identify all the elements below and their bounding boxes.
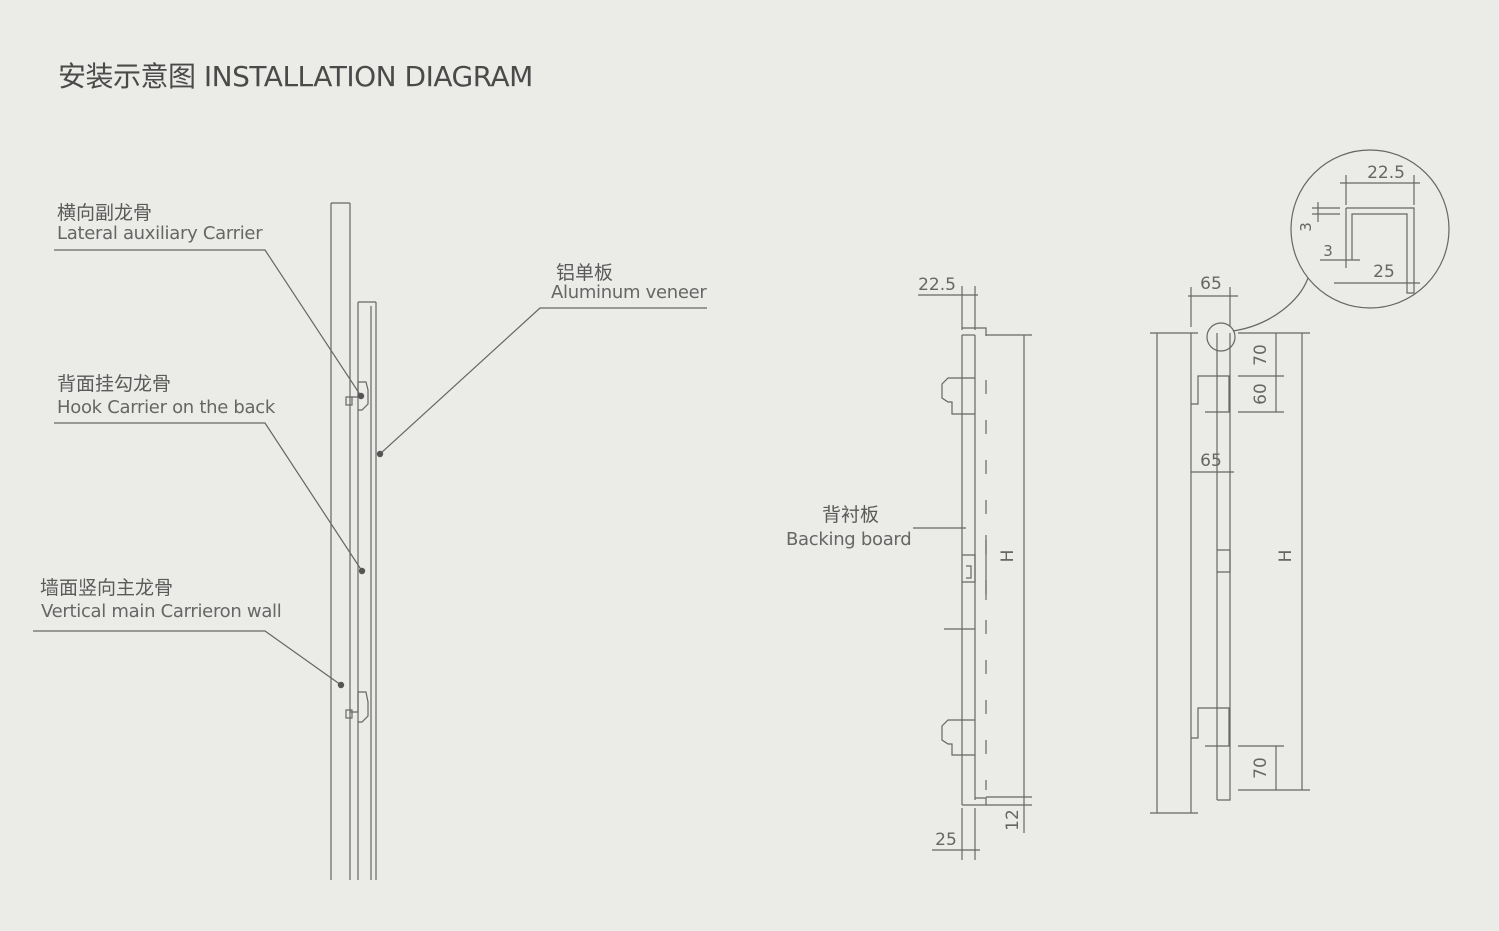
aluminum-veneer-label-zh: 铝单板 [556, 262, 614, 284]
hook-carrier-label-en: Hook Carrier on the back [57, 397, 275, 418]
hook-carrier-label-zh: 背面挂勾龙骨 [57, 373, 172, 395]
section-view [1150, 277, 1310, 814]
section-dim-70-bottom: 70 [1251, 757, 1271, 779]
section-dim-mid: 65 [1200, 451, 1222, 471]
backing-board-label-en: Backing board [786, 529, 912, 550]
lateral-carrier-label-zh: 横向副龙骨 [57, 202, 153, 224]
vertical-carrier-label-en: Vertical main Carrieron wall [41, 601, 282, 622]
perspective-view [33, 202, 707, 880]
detail-callout [1290, 149, 1450, 309]
side-view [913, 286, 1032, 860]
side-dim-gap: 12 [1003, 809, 1023, 831]
page-title: 安装示意图 INSTALLATION DIAGRAM [58, 60, 533, 93]
section-dim-60: 60 [1251, 383, 1271, 405]
section-dim-height: H [1276, 550, 1296, 563]
leader-dot [358, 567, 366, 575]
leader-dot [337, 681, 345, 689]
aluminum-veneer-label-en: Aluminum veneer [551, 282, 707, 303]
section-dim-70-top: 70 [1251, 344, 1271, 366]
leader-dot [357, 392, 365, 400]
lateral-carrier-label-en: Lateral auxiliary Carrier [57, 223, 263, 244]
section-dim-top: 65 [1200, 274, 1222, 294]
detail-dim-25: 25 [1373, 262, 1395, 282]
side-dim-bottom: 25 [935, 830, 957, 850]
detail-dim-3-vertical: 3 [1297, 222, 1315, 232]
side-dim-top: 22.5 [918, 275, 956, 295]
vertical-carrier-label-zh: 墙面竖向主龙骨 [40, 577, 174, 599]
backing-board-label-zh: 背衬板 [822, 504, 880, 526]
detail-dim-width: 22.5 [1367, 163, 1405, 183]
detail-dim-3-horizontal: 3 [1323, 242, 1333, 260]
leader-dot [376, 450, 384, 458]
side-dim-height: H [998, 550, 1018, 563]
